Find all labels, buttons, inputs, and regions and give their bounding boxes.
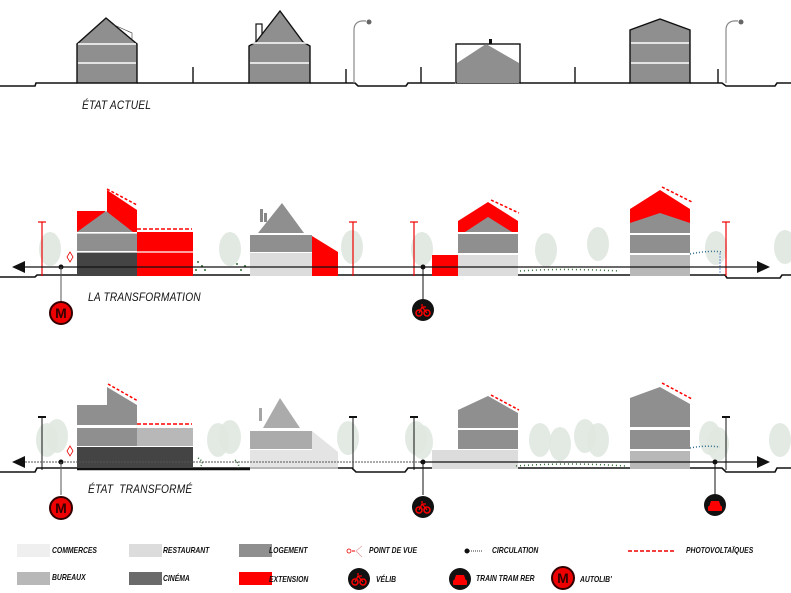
legend-extension: EXTENSION — [269, 574, 309, 584]
metro-legend-icon — [551, 566, 575, 590]
current-state-section — [0, 9, 791, 87]
velib-icon — [411, 495, 435, 519]
circulation-legend-icon — [464, 548, 470, 554]
building-block-1 — [77, 383, 193, 468]
building-block-3 — [432, 199, 520, 276]
house-4 — [629, 18, 691, 84]
house-1 — [76, 17, 138, 84]
legend-point-de-vue: POINT DE VUE — [369, 545, 417, 555]
metro-icon — [49, 496, 73, 520]
velib-legend-icon — [347, 567, 371, 591]
building-block-2 — [250, 398, 338, 469]
metro-icon — [49, 301, 73, 325]
point-of-view-legend-icon — [346, 548, 352, 554]
section-label-transformed: ÉTAT TRANSFORMÉ — [88, 482, 193, 496]
circulation-line — [12, 456, 770, 495]
street-lamps — [353, 19, 744, 83]
green-planting — [197, 445, 721, 469]
swatch-cinema — [129, 572, 162, 585]
house-2 — [248, 9, 311, 84]
house-3 — [455, 39, 521, 84]
building-block-4 — [630, 186, 693, 276]
velib-icon — [411, 298, 435, 322]
legend-autolib: AUTOLIB' — [580, 574, 612, 584]
legend-cinema: CINÉMA — [163, 573, 190, 583]
posts — [38, 416, 730, 470]
bollards — [192, 67, 719, 83]
swatch-restaurant — [129, 544, 162, 557]
point-of-view-marker — [66, 445, 74, 457]
point-of-view-marker — [66, 251, 74, 263]
building-block-2 — [250, 203, 338, 276]
transformation-section — [0, 186, 791, 325]
train-legend-icon — [449, 568, 471, 590]
legend-logement: LOGEMENT — [269, 545, 308, 555]
circulation-line — [12, 261, 770, 302]
swatch-commerces — [17, 544, 50, 557]
swatch-extension — [239, 572, 272, 585]
legend-velib: VÉLIB — [376, 574, 397, 584]
legend-photovoltaiques: PHOTOVOLTAÏQUES — [686, 545, 754, 555]
building-block-1 — [77, 188, 193, 276]
legend-commerces: COMMERCES — [52, 545, 97, 555]
legend-bureaux: BUREAUX — [52, 572, 86, 582]
train-tram-rer-icon — [704, 494, 726, 516]
building-block-3 — [432, 394, 520, 469]
legend-graphics — [346, 545, 675, 591]
section-label-current: ÉTAT ACTUEL — [82, 98, 152, 112]
swatch-logement — [239, 544, 272, 557]
legend-restaurant: RESTAURANT — [163, 545, 210, 555]
legend-train-tram-rer: TRAIN TRAM RER — [476, 573, 535, 583]
swatch-bureaux — [17, 572, 50, 585]
transformed-section — [0, 382, 791, 520]
legend-circulation: CIRCULATION — [492, 545, 539, 555]
building-block-4 — [630, 382, 693, 469]
section-label-transformation: LA TRANSFORMATION — [88, 290, 201, 304]
